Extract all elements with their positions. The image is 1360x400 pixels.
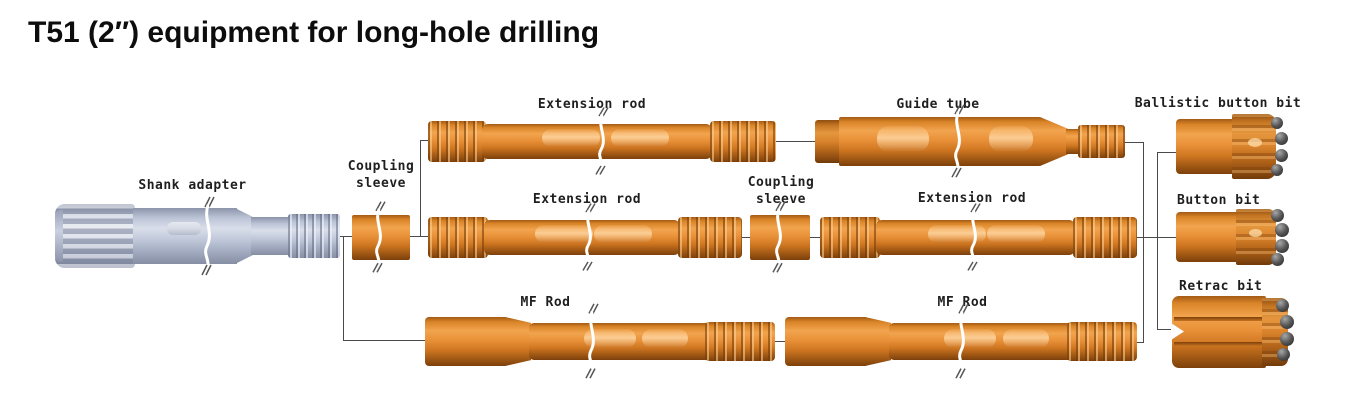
guide-tube [815,117,1125,166]
connector-line [740,237,752,238]
break-mark [595,107,609,175]
connector-line [773,341,787,342]
break-mark [585,303,599,379]
mf-rod [425,317,775,366]
extension-rod-label: Extension rod [537,97,647,112]
shank-flat-detail [167,222,201,235]
break-mark [582,203,596,271]
connector-line [1143,237,1158,238]
break-mark [951,104,965,178]
break-mark [201,196,215,276]
shank-adapter [55,204,340,268]
connector-line [343,340,426,341]
connector-line [808,237,822,238]
carbide-button [1277,348,1290,361]
retrac-bit-label: Retrac bit [1179,279,1263,294]
mf-rod [785,317,1137,366]
shank-body [133,208,237,264]
retrac-bit [1171,296,1294,368]
connector-line [420,140,421,237]
connector-line [1157,152,1158,330]
button-bit [1176,209,1289,266]
extension-rod-label: Extension rod [917,191,1027,206]
connector-line [1157,329,1177,330]
guide-tube-label: Guide tube [896,97,980,112]
shank-thread [288,214,340,258]
extension-rod-label: Extension rod [532,192,642,207]
extension-rod [428,217,742,258]
carbide-button [1271,253,1284,266]
connector-line [1143,142,1144,343]
coupling-sleeve-label: Coupling sleeve [747,175,815,207]
mf-rod-label: MF Rod [520,295,571,310]
carbide-button [1271,164,1283,176]
connector-line [773,141,817,142]
shank-adapter-label: Shank adapter [138,178,247,193]
connector-line [1122,142,1144,143]
carbide-button [1271,117,1283,129]
break-mark [772,201,786,273]
carbide-button [1275,223,1289,237]
carbide-button [1280,332,1294,346]
shank-taper [235,208,253,264]
ballistic-button-bit [1176,114,1288,179]
page-title: T51 (2″) equipment for long-hole drillin… [28,16,600,49]
connector-line [409,236,429,237]
connector-line [1157,237,1177,238]
connector-line [1134,342,1144,343]
coupling-sleeve-label: Coupling sleeve [347,159,415,191]
button-bit-label: Button bit [1177,193,1261,208]
break-mark [372,201,386,273]
break-mark [955,303,969,379]
retrac-groove [1174,317,1266,321]
carbide-button [1271,209,1284,222]
carbide-button [1280,315,1294,329]
connector-line [334,236,354,237]
connector-line [420,140,430,141]
shank-neck [251,217,291,255]
shank-spline-head [55,204,135,268]
carbide-button [1276,299,1289,312]
ballistic-button-bit-label: Ballistic button bit [1134,96,1302,111]
carbide-button [1275,132,1288,145]
retrac-groove [1174,342,1266,346]
break-mark [967,203,981,271]
connector-line [343,236,344,341]
connector-line [1157,152,1177,153]
extension-rod [428,121,776,162]
carbide-button [1275,149,1288,162]
mf-rod-label: MF Rod [937,295,988,310]
carbide-button [1275,239,1289,253]
connector-line [1134,237,1144,238]
